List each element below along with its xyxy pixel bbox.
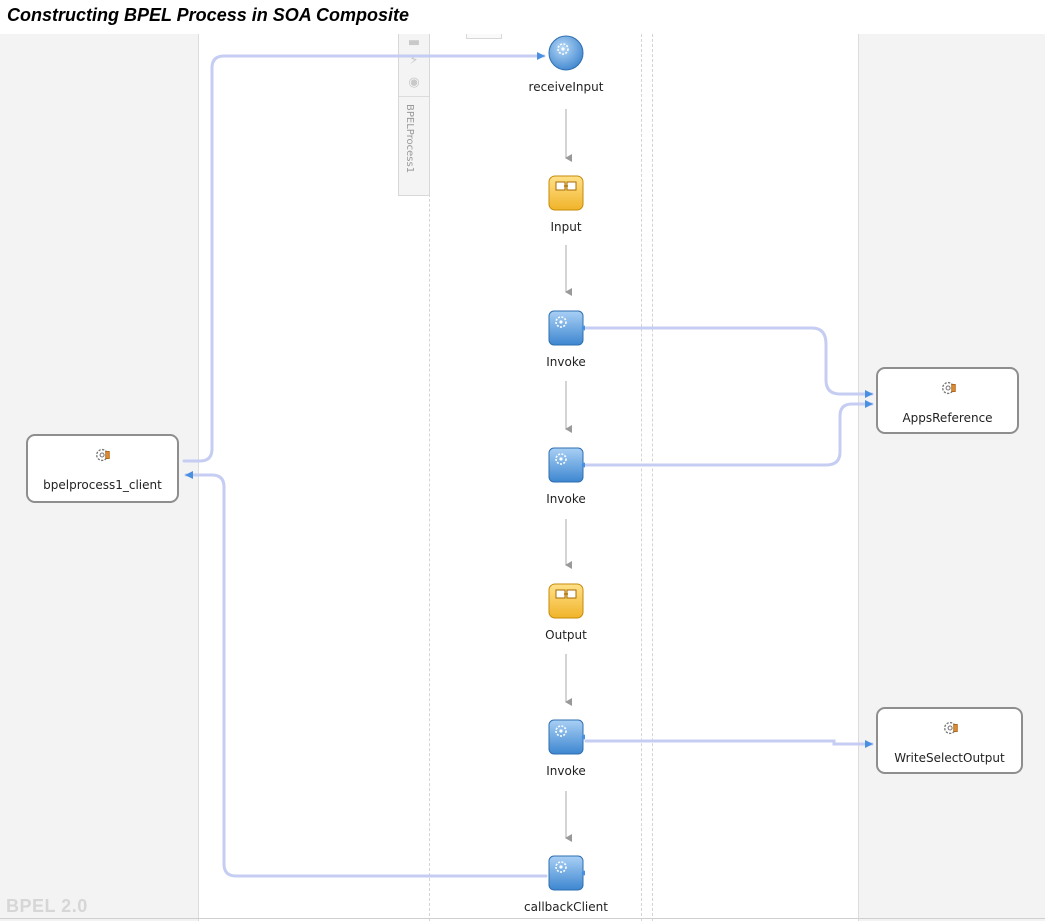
partner-link-label: AppsReference [902,411,993,425]
invoke-icon[interactable] [547,309,587,347]
event-icon[interactable]: ◉ [408,75,420,90]
assign-icon[interactable] [547,582,585,620]
process-name-label: BPELProcess1 [404,104,415,174]
activity-label: Invoke [546,492,586,506]
activity-label: Output [545,628,587,642]
canvas-bottom-border [0,918,1045,919]
receive-activity[interactable]: receiveInput [496,34,636,98]
partner-link-label: bpelprocess1_client [43,478,162,492]
invoke-icon[interactable] [547,718,587,756]
partner-link-write-select-output[interactable]: WriteSelectOutput [876,707,1023,774]
partner-link-label: WriteSelectOutput [894,751,1005,765]
assign-activity[interactable]: Input [496,174,636,238]
activity-label: receiveInput [528,80,604,94]
service-gear-icon [944,721,958,735]
activity-label: Invoke [546,355,586,369]
bpel-version-label: BPEL 2.0 [6,896,88,916]
tab-stub [466,34,502,39]
service-gear-icon [942,381,956,395]
activity-label: Invoke [546,764,586,778]
partner-link-apps-reference[interactable]: AppsReference [876,367,1019,434]
wire-invoke1-to-apps [584,326,874,398]
activity-label: callbackClient [524,900,608,914]
flash-icon[interactable]: ⚡ [409,53,419,68]
assign-icon[interactable] [547,174,585,212]
process-toolbox: ▬ ⚡ ◉ BPELProcess1 [398,34,430,196]
invoke-activity[interactable]: Invoke [496,446,636,510]
invoke-activity[interactable]: callbackClient [496,854,636,918]
receive-icon[interactable] [547,34,585,72]
swimlane-divider [429,34,430,921]
invoke-activity[interactable]: Invoke [496,309,636,373]
wire-invoke3-to-write [584,739,874,748]
wiring-layer [182,52,874,878]
invoke-icon[interactable] [547,854,587,892]
bpel-canvas: ▬ ⚡ ◉ BPELProcess1 [0,34,1045,921]
activity-label: Input [550,220,582,234]
invoke-icon[interactable] [547,446,587,484]
swimlane-divider [652,34,653,921]
invoke-activity[interactable]: Invoke [496,718,636,782]
partner-link-client[interactable]: bpelprocess1_client [26,434,179,503]
assign-activity[interactable]: Output [496,582,636,646]
wire-invoke2-to-apps [584,400,874,467]
service-gear-icon [96,448,110,462]
wire-client-to-receive [182,52,546,463]
wire-callback-to-client [184,471,548,878]
scope-icon[interactable]: ▬ [407,35,421,50]
swimlane-divider [641,34,642,921]
diagram-title: Constructing BPEL Process in SOA Composi… [7,5,410,25]
